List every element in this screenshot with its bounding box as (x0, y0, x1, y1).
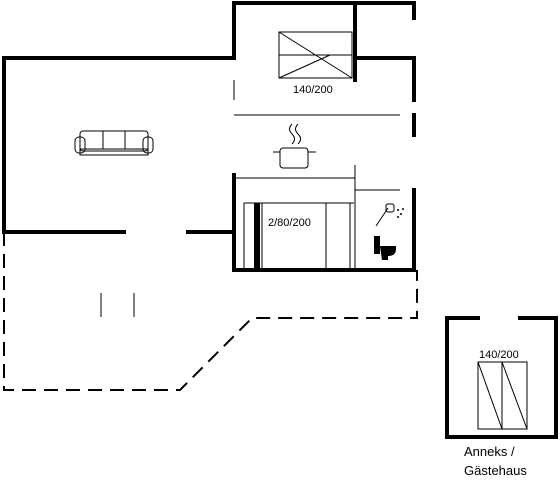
interior-walls (233, 80, 400, 270)
bed-size-label: 140/200 (293, 84, 333, 96)
toilet-icon (374, 236, 396, 260)
sofa-icon (74, 130, 154, 156)
double-bed-icon: 140/200 (278, 31, 353, 96)
cooking-pot-icon (273, 123, 316, 169)
shower-icon (375, 203, 404, 227)
main-house-walls (2, 1, 416, 272)
annex-bed-icon: 140/200 (477, 349, 528, 430)
annex-label-line1: Anneks / (464, 444, 515, 459)
terrace-outline (3, 232, 418, 391)
annex-label-line2: Gästehaus (464, 463, 527, 478)
bunk-bed-icon: 2/80/200 (243, 203, 351, 269)
bunk-size-label: 2/80/200 (268, 217, 311, 229)
annex-walls (445, 316, 558, 439)
annex-bed-size-label: 140/200 (479, 349, 519, 361)
